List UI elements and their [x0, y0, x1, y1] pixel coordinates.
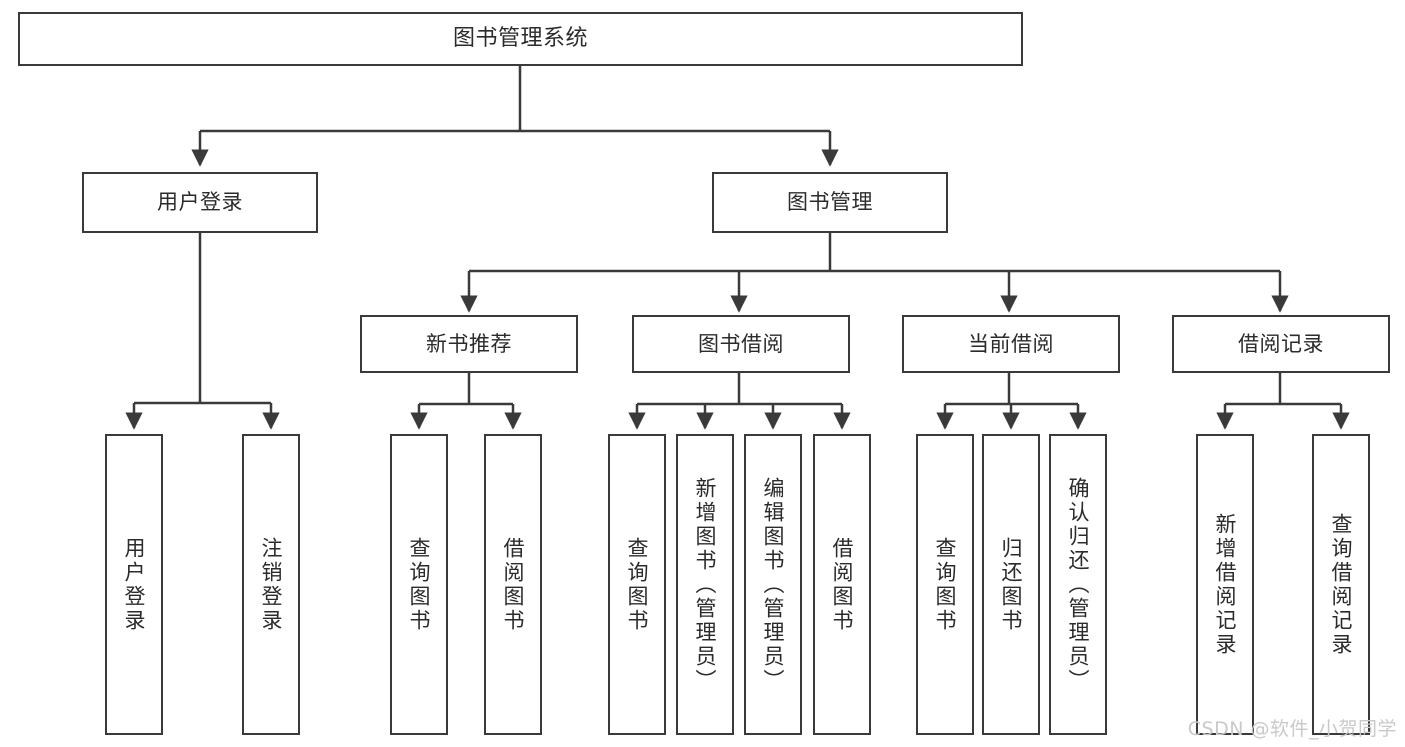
node-label: 归还图书 — [999, 536, 1024, 633]
node-label: 注销登录 — [259, 536, 284, 633]
node-leaf-user-login[interactable]: 用户登录 — [105, 434, 163, 735]
node-label: 当前借阅 — [968, 331, 1054, 356]
node-book-management[interactable]: 图书管理 — [712, 172, 948, 233]
node-leaf-add-record[interactable]: 新增借阅记录 — [1196, 434, 1254, 735]
node-leaf-borrow-book-1[interactable]: 借阅图书 — [484, 434, 542, 735]
node-root-system[interactable]: 图书管理系统 — [18, 12, 1023, 66]
node-borrow-record[interactable]: 借阅记录 — [1172, 315, 1390, 373]
node-label: 查询图书 — [625, 536, 650, 633]
node-label: 用户登录 — [122, 536, 147, 633]
node-leaf-query-book-1[interactable]: 查询图书 — [390, 434, 448, 735]
watermark: CSDN @软件_小贺同学 — [1187, 718, 1397, 740]
node-label: 新增图书（管理员） — [693, 476, 718, 693]
node-current-borrow[interactable]: 当前借阅 — [902, 315, 1120, 373]
node-label: 图书管理系统 — [452, 26, 588, 52]
node-leaf-user-logout[interactable]: 注销登录 — [242, 434, 300, 735]
node-label: 查询借阅记录 — [1329, 512, 1354, 657]
node-leaf-query-book-3[interactable]: 查询图书 — [916, 434, 974, 735]
node-label: 借阅图书 — [501, 536, 526, 633]
node-label: 借阅记录 — [1238, 331, 1324, 356]
node-label: 图书借阅 — [698, 331, 784, 356]
node-leaf-return-book[interactable]: 归还图书 — [982, 434, 1040, 735]
node-new-book-recommend[interactable]: 新书推荐 — [360, 315, 578, 373]
node-user-login[interactable]: 用户登录 — [82, 172, 318, 233]
node-label: 新增借阅记录 — [1213, 512, 1238, 657]
node-book-borrow[interactable]: 图书借阅 — [632, 315, 850, 373]
node-leaf-borrow-book-2[interactable]: 借阅图书 — [813, 434, 871, 735]
node-leaf-confirm-return[interactable]: 确认归还（管理员） — [1049, 434, 1107, 735]
node-leaf-query-book-2[interactable]: 查询图书 — [608, 434, 666, 735]
node-leaf-add-book[interactable]: 新增图书（管理员） — [676, 434, 734, 735]
node-leaf-edit-book[interactable]: 编辑图书（管理员） — [744, 434, 802, 735]
node-label: 新书推荐 — [426, 331, 512, 356]
node-label: 用户登录 — [157, 190, 243, 215]
node-label: 借阅图书 — [830, 536, 855, 633]
node-label: 查询图书 — [933, 536, 958, 633]
node-label: 查询图书 — [407, 536, 432, 633]
node-leaf-query-record[interactable]: 查询借阅记录 — [1312, 434, 1370, 735]
node-label: 编辑图书（管理员） — [761, 476, 786, 693]
node-label: 图书管理 — [787, 190, 873, 215]
node-label: 确认归还（管理员） — [1066, 476, 1091, 693]
